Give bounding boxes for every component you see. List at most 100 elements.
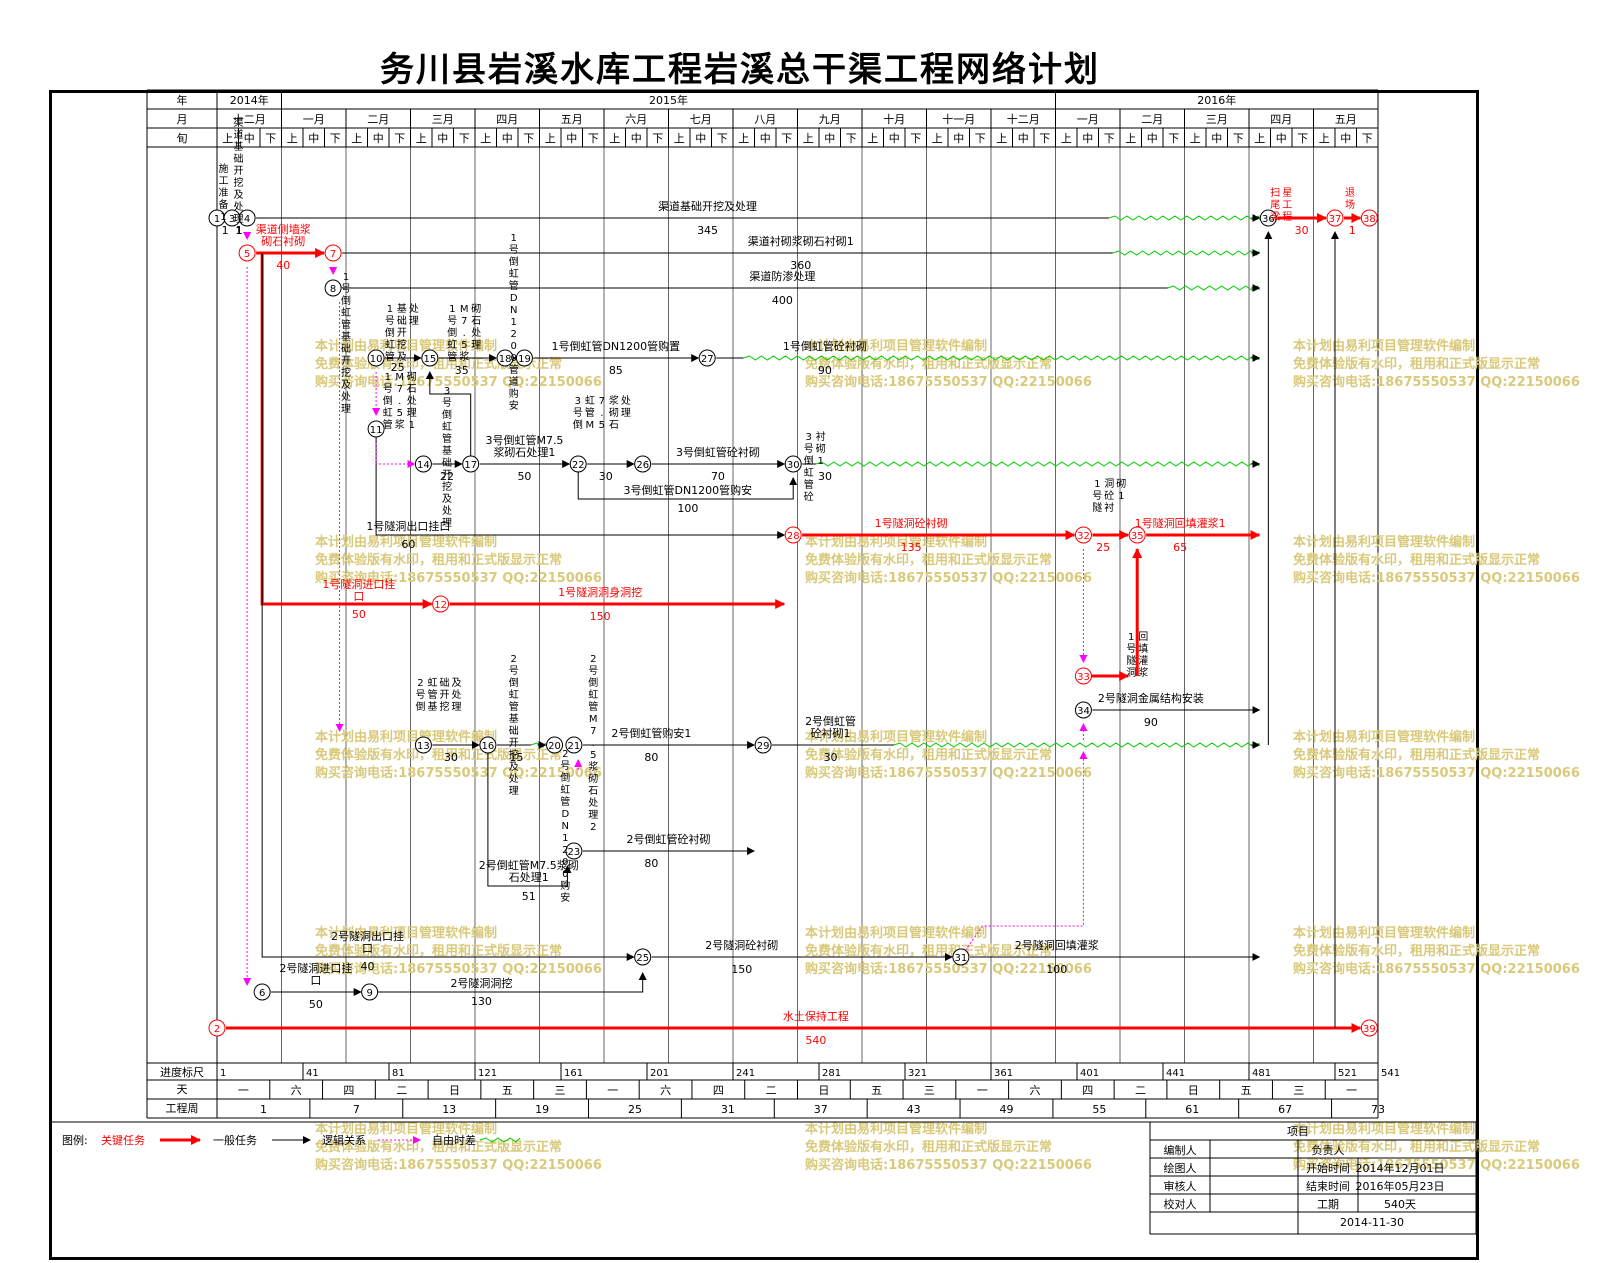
activity-name: 1号隧洞出口挂口 [366, 519, 450, 533]
activity-duration: 150 [590, 610, 611, 623]
activity-vertical-label: 渠 [234, 117, 244, 129]
info-key: 编制人 [1164, 1143, 1197, 1157]
day-label: 六 [660, 1084, 671, 1097]
watermark-text: 本计划由易利项目管理软件编制 [1293, 925, 1475, 941]
activity-vertical-label: 准 [218, 187, 228, 199]
activity-vertical-label: 挖 [442, 480, 452, 493]
event-node [414, 455, 432, 473]
activity-vertical-label: N [562, 821, 569, 832]
month-label: 五月 [1335, 113, 1357, 126]
day-label: 三 [1293, 1084, 1304, 1097]
gridlines [147, 147, 1379, 1064]
header-row-label: 月 [177, 113, 188, 126]
xun-label: 下 [330, 132, 341, 145]
activity-duration: 30 [818, 470, 832, 483]
activity-name: 浆砌石处理1 [493, 445, 555, 459]
activity-vertical-label: 号 [1126, 643, 1136, 655]
day-label: 六 [291, 1084, 302, 1097]
activity-vertical-label: 号 [415, 689, 425, 701]
activity-vertical-label: 虹 [385, 339, 395, 351]
header-row-label: 旬 [177, 132, 188, 145]
event-node-number: 21 [568, 741, 581, 752]
activity-vertical-label: 基 [234, 140, 244, 153]
activity-vertical-label: 0 [562, 857, 568, 868]
activity-vertical-label: M [586, 420, 595, 431]
watermark-text: 购买咨询电话:18675550537 QQ:22150066 [315, 374, 602, 390]
xun-label: 下 [717, 132, 728, 145]
activity-duration: 1 [1349, 224, 1356, 237]
xun-label: 中 [308, 132, 319, 145]
activity-vertical-label: 倒 [509, 256, 519, 268]
week-label: 7 [353, 1103, 360, 1116]
activity-vertical-label: 及 [442, 493, 452, 505]
day-label: 一 [977, 1084, 988, 1097]
activity-vertical-label: 2 [417, 678, 423, 689]
activity-vertical-label: 虹 [509, 689, 519, 701]
day-label: 三 [555, 1084, 566, 1097]
watermark-text: 免费体验版有水印，租用和正式版显示正常 [1293, 943, 1540, 959]
activity-vertical-label: 基 [427, 700, 437, 713]
month-label: 十一月 [942, 112, 975, 126]
event-node-number: 13 [417, 741, 430, 752]
info-field: 结束时间 [1306, 1180, 1350, 1193]
activity-vertical-label: M [395, 372, 404, 383]
event-node [634, 948, 652, 966]
event-node-number: 23 [568, 847, 581, 858]
watermark-text: 本计划由易利项目管理软件编制 [315, 729, 497, 745]
xun-label: 中 [502, 132, 513, 145]
info-date: 2014-11-30 [1340, 1216, 1404, 1229]
activity-vertical-label: 号 [804, 443, 814, 455]
watermark-text: 本计划由易利项目管理软件编制 [315, 338, 497, 354]
xun-label: 上 [1319, 132, 1330, 145]
xun-label: 下 [910, 132, 921, 145]
activity-vertical-label: 1 [511, 317, 517, 328]
legend-critical-label: 关键任务 [101, 1133, 145, 1147]
activity-vertical-label: 砌 [407, 371, 417, 383]
watermark-text: 免费体验版有水印，租用和正式版显示正常 [1293, 1139, 1540, 1155]
event-node-number: 5 [244, 249, 250, 260]
watermark-text: 本计划由易利项目管理软件编制 [1293, 338, 1475, 354]
info-field: 工期 [1317, 1198, 1339, 1211]
activity-vertical-label: 处 [471, 327, 481, 339]
watermark-text: 本计划由易利项目管理软件编制 [1293, 729, 1475, 745]
activity-vertical-label: 理 [234, 213, 244, 225]
activity-duration: 1 [236, 224, 243, 237]
activity-vertical-label: 石 [407, 384, 417, 395]
info-table: 项目编制人负责人绘图人开始时间审核人结束时间校对人工期2014年12月01日20… [49, 1121, 1477, 1235]
watermark-text: 免费体验版有水印，租用和正式版显示正常 [315, 747, 562, 763]
activity-vertical-label: 1 [220, 212, 226, 223]
activity-vertical-label: 虹 [588, 689, 598, 701]
xun-label: 下 [523, 132, 534, 145]
activity-vertical-label: 安 [560, 891, 570, 904]
activity-vertical-label: 衬 [1104, 501, 1114, 514]
activity-name: 2号倒虹管购安1 [611, 726, 691, 740]
activity-name: 渠道衬砌浆砌石衬砌1 [748, 234, 854, 248]
activity-vertical-label: 处 [409, 303, 419, 315]
activity-vertical-label: 虹 [383, 407, 393, 419]
xun-label: 下 [1233, 132, 1244, 145]
event-node [698, 349, 716, 367]
event-node-number: 8 [330, 284, 336, 295]
watermark-text: 购买咨询电话:18675550537 QQ:22150066 [315, 765, 602, 781]
activity-vertical-label: 理 [588, 809, 598, 821]
month-label: 二月 [367, 113, 389, 126]
activity-vertical-label: 挖 [397, 338, 407, 351]
activity-vertical-label: 号 [442, 397, 452, 409]
event-node [253, 983, 271, 1001]
watermark-text: 免费体验版有水印，租用和正式版显示正常 [315, 552, 562, 568]
activity-vertical-label: 开 [439, 690, 449, 701]
activity-name: 2号隧洞出口挂 [331, 929, 404, 943]
activity-vertical-label: 及 [509, 761, 519, 773]
activity-vertical-label: 理 [407, 407, 417, 419]
free-float-line [743, 355, 1260, 361]
activity-vertical-label: 号 [385, 315, 395, 327]
activity-vertical-label: 1 [449, 304, 455, 315]
xun-label: 中 [631, 132, 642, 145]
activity-vertical-label: 处 [234, 201, 244, 213]
activity-vertical-label: 浆 [588, 760, 598, 773]
watermark-text: 免费体验版有水印，租用和正式版显示正常 [315, 943, 562, 959]
activity-name: 渠道侧墙浆 [256, 222, 311, 236]
month-label: 一月 [1077, 113, 1099, 126]
year-label: 2015年 [649, 93, 688, 107]
watermark-text: 购买咨询电话:18675550537 QQ:22150066 [1293, 765, 1580, 781]
